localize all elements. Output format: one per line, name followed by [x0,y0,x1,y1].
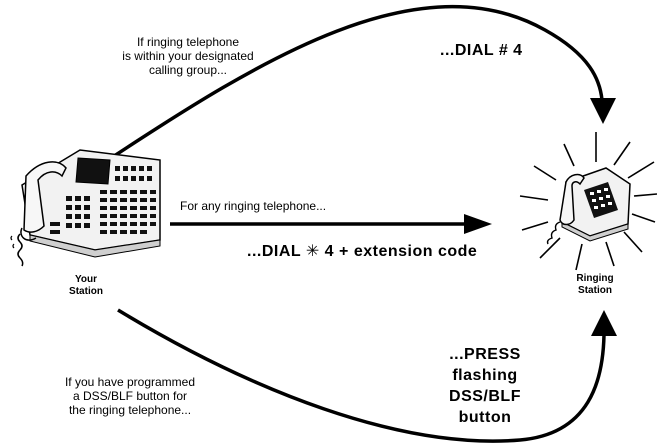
dss-arrowhead [591,310,617,336]
dss-note-line-2: a DSS/BLF button for [72,388,188,403]
ringing-station-phone [519,132,657,271]
group-arrow [107,4,604,162]
dss-note-line-1: If you have programmed [64,375,196,389]
dss-note: If you have programmed a DSS/BLF button … [20,375,240,417]
group-note-line-1: If ringing telephone [136,35,240,49]
group-note-line-2: is within your designated [122,48,254,63]
press-line-2: flashing [452,367,518,384]
dial-prefix: ...DIAL [247,243,306,260]
group-note: If ringing telephone is within your desi… [96,35,280,77]
group-note-line-3: calling group... [148,62,228,77]
press-dss-instruction: ...PRESS flashing DSS/BLF button [430,344,540,428]
press-line-4: button [458,409,512,426]
dial-extension-instruction: ...DIAL ✳ 4 + extension code [247,243,477,261]
group-arrowhead [590,98,616,124]
press-line-3: DSS/BLF [449,388,521,405]
dss-note-line-3: the ringing telephone... [68,402,192,417]
ringing-station-line-1: Ringing [576,273,614,284]
dial-group-instruction: ...DIAL # 4 [440,42,523,59]
any-ringing-note: For any ringing telephone... [180,199,327,213]
ringing-station-label: Ringing Station [565,273,625,296]
any-ringing-arrowhead [464,214,492,234]
ringing-station-line-2: Station [578,284,612,296]
your-station-label: Your Station [56,274,116,297]
press-line-1: ...PRESS [449,346,521,363]
your-station-line-2: Station [69,285,103,297]
your-station-phone [10,149,161,267]
your-station-line-1: Your [74,274,98,285]
dial-suffix: 4 + extension code [319,243,478,260]
dss-arrow [117,308,606,443]
star-icon: ✳ [305,243,320,260]
